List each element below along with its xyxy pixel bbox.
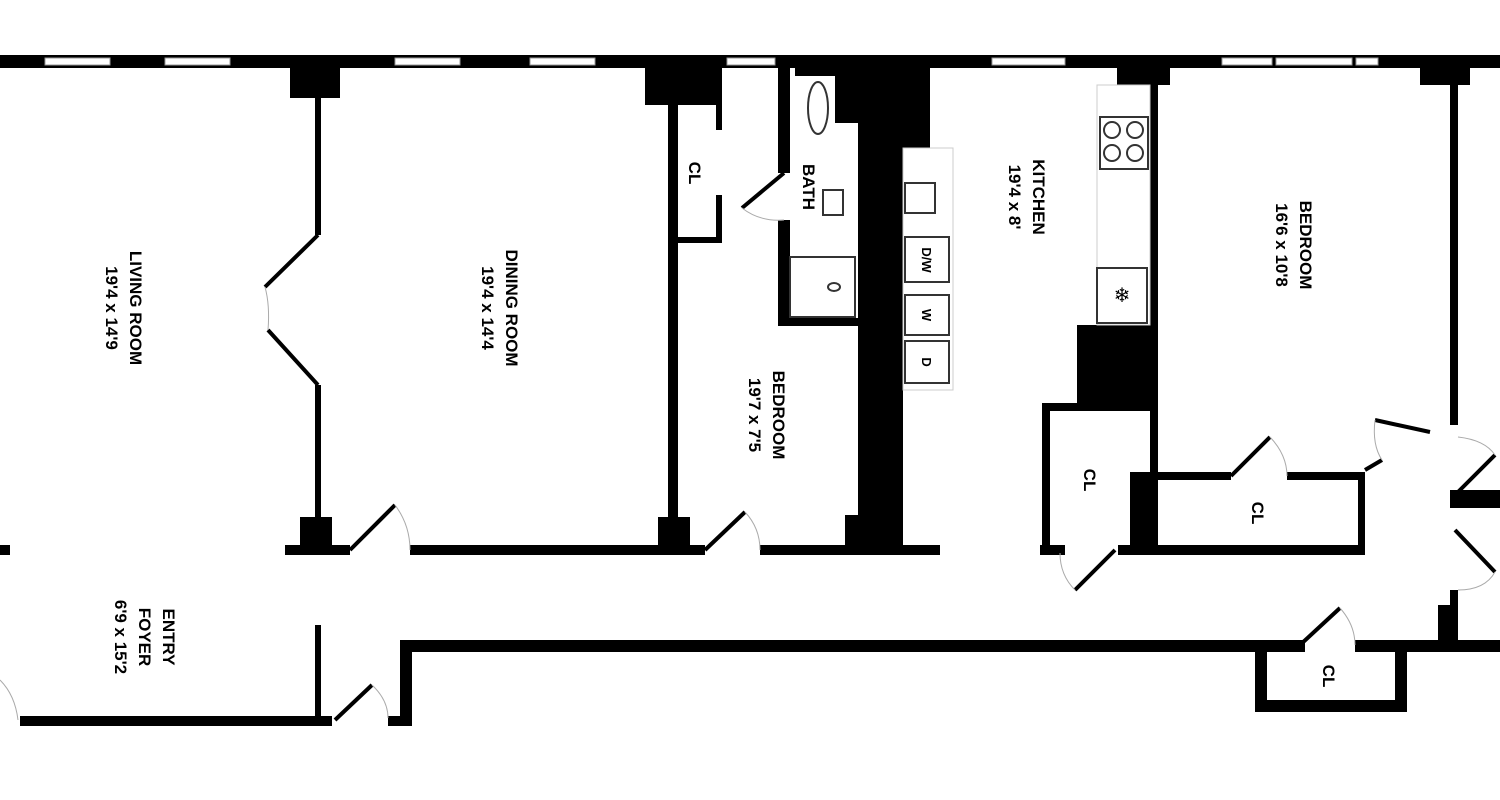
dryer-label: D [919, 357, 934, 366]
dryer [904, 340, 950, 384]
closet-label: CL [1080, 469, 1099, 492]
bedroom2-size: 16'6 x 10'8 [1272, 203, 1291, 287]
closet-label: CL [1248, 502, 1267, 525]
svg-text:❄: ❄ [1114, 283, 1131, 307]
sink-icon [904, 182, 936, 214]
dining-room-size: 19'4 x 14'4 [478, 266, 497, 350]
room-labels: LIVING ROOM 19'4 x 14'9 DINING ROOM 19'4… [102, 159, 1338, 687]
corridor-walls [0, 545, 1500, 726]
bedroom1-size: 19'7 x 7'5 [745, 378, 764, 452]
foyer-name-2: FOYER [135, 608, 154, 667]
bath-name: BATH [799, 164, 818, 210]
closet-label: CL [685, 162, 704, 185]
sink-icon [822, 189, 844, 216]
closet-label: CL [1319, 665, 1338, 688]
kitchen-counter-left: D/W W D [902, 147, 954, 391]
washer [904, 294, 950, 336]
interior-walls [315, 68, 1500, 645]
washer-label: W [919, 309, 934, 322]
windows [44, 57, 1379, 66]
refrigerator-icon: ❄ [1096, 267, 1148, 324]
dishwasher-label: D/W [919, 247, 934, 273]
dining-room-name: DINING ROOM [502, 249, 521, 366]
shower-icon [789, 256, 856, 318]
bedroom1-name: BEDROOM [769, 371, 788, 460]
kitchen-name: KITCHEN [1029, 159, 1048, 235]
bath-fixtures [789, 81, 856, 318]
toilet-icon [807, 81, 829, 135]
foyer-name-1: ENTRY [159, 609, 178, 667]
kitchen-counter-right: ❄ [1096, 84, 1151, 326]
doors [0, 171, 1497, 722]
living-room-name: LIVING ROOM [126, 251, 145, 365]
dishwasher [904, 236, 950, 283]
living-room-size: 19'4 x 14'9 [102, 266, 121, 350]
kitchen-size: 19'4 x 8' [1005, 165, 1024, 230]
bedroom2-name: BEDROOM [1296, 201, 1315, 290]
stove-icon [1099, 116, 1149, 170]
foyer-size: 6'9 x 15'2 [111, 600, 130, 674]
